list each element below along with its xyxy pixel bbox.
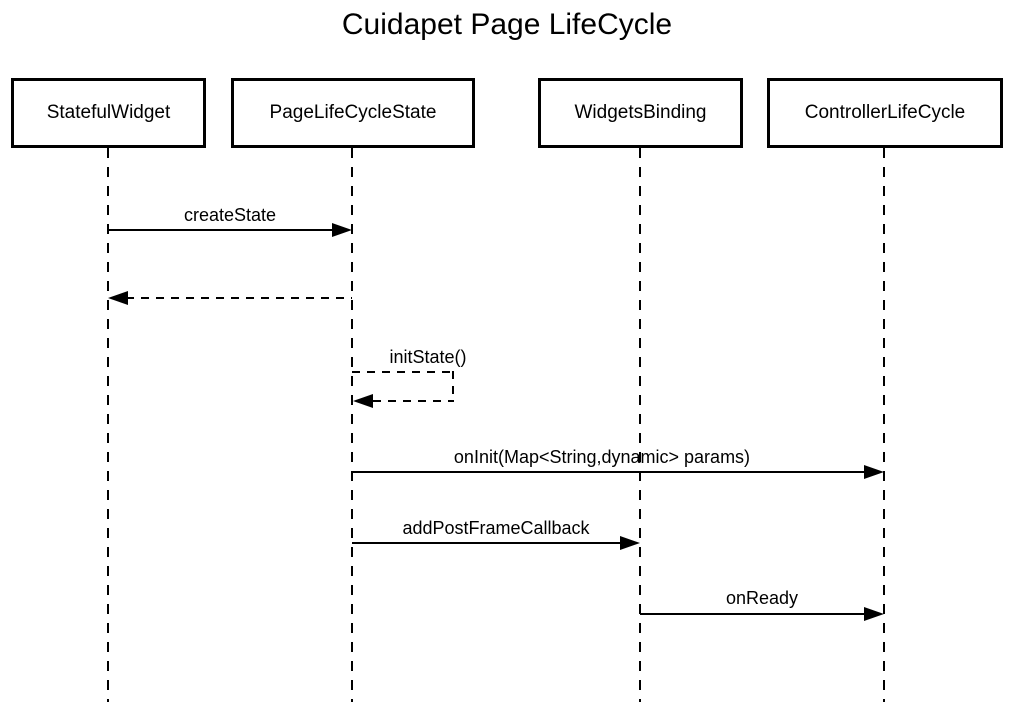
participant-label: StatefulWidget — [46, 102, 171, 123]
participant-label: WidgetsBinding — [574, 102, 707, 123]
message-line-add-post-frame-callback — [352, 542, 622, 544]
arrowhead-right-icon — [332, 223, 352, 237]
message-label-init-state: initState() — [389, 347, 467, 367]
self-message-bottom-line — [373, 400, 454, 402]
self-message-top-line — [352, 371, 454, 373]
self-message-side-line — [452, 371, 454, 402]
participant-label: PageLifeCycleState — [269, 102, 437, 123]
lifeline-page-lifecycle-state — [351, 148, 353, 702]
message-line-on-init — [352, 471, 866, 473]
participant-box-page-lifecycle-state: PageLifeCycleState — [231, 78, 475, 148]
participant-label: ControllerLifeCycle — [804, 102, 966, 123]
message-line-return — [126, 297, 352, 299]
arrowhead-right-icon — [864, 607, 884, 621]
diagram-title: Cuidapet Page LifeCycle — [341, 8, 673, 41]
message-label-add-post-frame-callback: addPostFrameCallback — [402, 518, 590, 538]
message-line-create-state — [108, 229, 334, 231]
participant-box-widgets-binding: WidgetsBinding — [538, 78, 743, 148]
participant-box-controller-lifecycle: ControllerLifeCycle — [767, 78, 1003, 148]
message-label-on-ready: onReady — [725, 588, 799, 608]
participant-box-stateful-widget: StatefulWidget — [11, 78, 206, 148]
arrowhead-left-icon — [353, 394, 373, 408]
arrowhead-right-icon — [620, 536, 640, 550]
lifeline-stateful-widget — [107, 148, 109, 702]
arrowhead-right-icon — [864, 465, 884, 479]
lifeline-widgets-binding — [639, 148, 641, 702]
message-label-on-init: onInit(Map<String,dynamic> params) — [453, 447, 751, 467]
message-line-on-ready — [640, 613, 866, 615]
message-label-create-state: createState — [183, 205, 277, 225]
arrowhead-left-icon — [108, 291, 128, 305]
lifeline-controller-lifecycle — [883, 148, 885, 702]
